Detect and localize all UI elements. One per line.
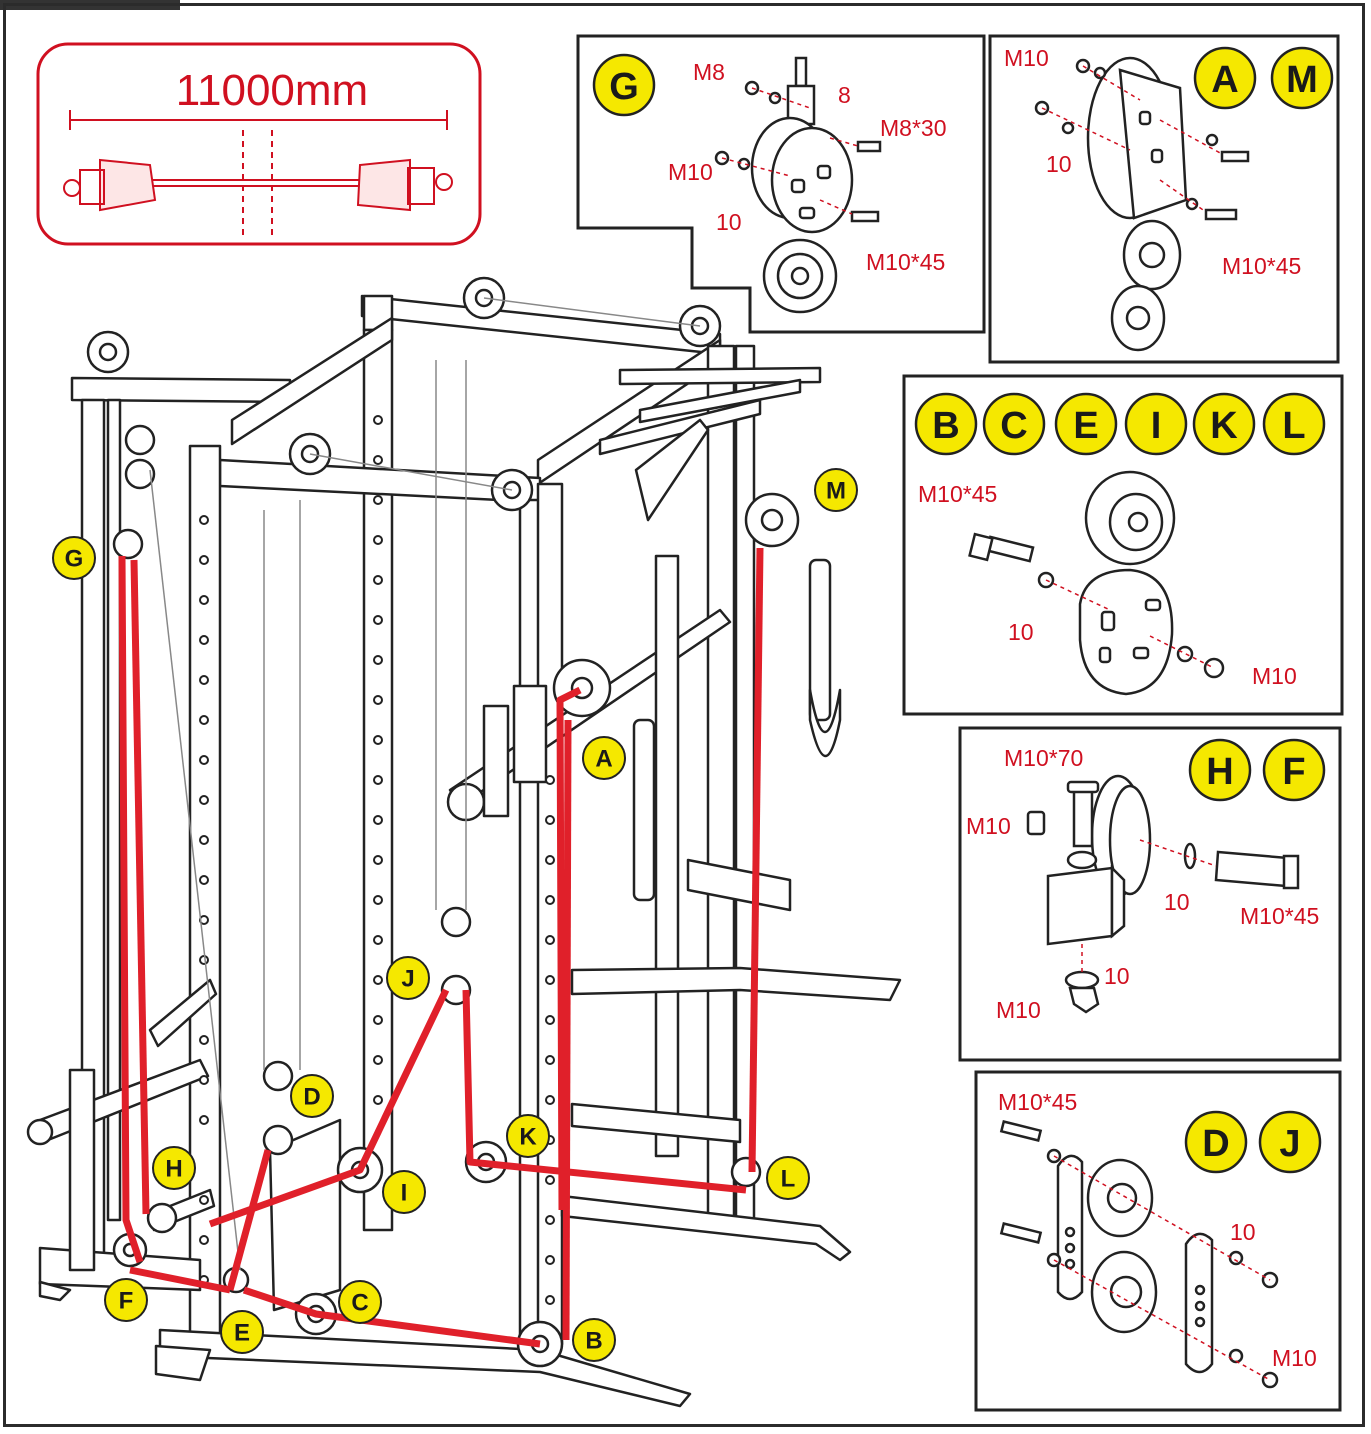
callout-l: L xyxy=(781,1166,796,1193)
callout-h: H xyxy=(165,1156,182,1183)
callout-g: G xyxy=(65,546,84,573)
machine-callouts: G M A J D K H I L F E C B xyxy=(52,468,858,1362)
panel-hf: H F M10*70 M10 10 M10*45 10 M10 xyxy=(958,726,1342,1062)
callout-i: I xyxy=(401,1180,408,1207)
hf-letter-f: F xyxy=(1282,751,1305,793)
bceikl-letter-c: C xyxy=(1000,405,1027,447)
bceikl-label-m10x45: M10*45 xyxy=(918,481,997,507)
callout-c: C xyxy=(351,1290,368,1317)
bceikl-letter-l: L xyxy=(1282,405,1305,447)
hf-label-m10-top: M10 xyxy=(966,813,1011,839)
g-label-m10: M10 xyxy=(668,159,713,185)
panel-g: G M8 8 M8*30 M10 10 xyxy=(576,34,986,334)
g-label-10: 10 xyxy=(716,209,742,235)
dj-label-m10: M10 xyxy=(1272,1345,1317,1371)
panel-dj: D J M10*45 xyxy=(974,1070,1342,1412)
callout-j: J xyxy=(401,966,414,993)
panel-g-letter: G xyxy=(609,66,639,108)
bceikl-label-m10: M10 xyxy=(1252,663,1297,689)
steel-cables xyxy=(149,297,701,1271)
hf-label-m10x70: M10*70 xyxy=(1004,745,1083,771)
hf-label-10-bottom: 10 xyxy=(1104,963,1130,989)
bceikl-letter-b: B xyxy=(932,405,959,447)
panel-bceikl-letters: B C E I K L xyxy=(914,392,1326,456)
callout-a: A xyxy=(595,746,612,773)
callout-m: M xyxy=(826,478,846,505)
am-label-m10: M10 xyxy=(1004,45,1049,71)
pulley-bracket-am xyxy=(1034,56,1250,352)
g-label-m8x30: M8*30 xyxy=(880,115,946,141)
am-label-m10x45: M10*45 xyxy=(1222,253,1301,279)
dj-label-m10x45: M10*45 xyxy=(998,1089,1077,1115)
pulley-bracket-bceikl xyxy=(968,470,1225,696)
panel-am-letter-a: A xyxy=(1211,59,1238,101)
hf-label-m10x45: M10*45 xyxy=(1240,903,1319,929)
pulley-bracket-g xyxy=(714,56,882,314)
callout-k: K xyxy=(519,1124,537,1151)
dj-label-10: 10 xyxy=(1230,1219,1256,1245)
panel-am: A M M10 10 M10*45 xyxy=(988,34,1340,364)
hf-label-10-right: 10 xyxy=(1164,889,1190,915)
panel-bceikl: B C E I K L xyxy=(902,374,1344,716)
dj-letter-d: D xyxy=(1202,1123,1229,1165)
bceikl-letter-i: I xyxy=(1151,405,1162,447)
callout-d: D xyxy=(303,1084,320,1111)
callout-f: F xyxy=(119,1288,134,1315)
pulley-bracket-hf xyxy=(1026,774,1300,1014)
g-label-m10x45: M10*45 xyxy=(866,249,945,275)
bceikl-letter-k: K xyxy=(1210,405,1238,447)
pulley-bracket-dj xyxy=(999,1120,1279,1389)
callout-b: B xyxy=(585,1328,602,1355)
smith-machine-frame xyxy=(26,294,902,1408)
g-label-8: 8 xyxy=(838,82,851,108)
dj-letter-j: J xyxy=(1279,1123,1300,1165)
bceikl-letter-e: E xyxy=(1073,405,1098,447)
g-label-m8: M8 xyxy=(693,59,725,85)
cable-length-label: 11000mm xyxy=(176,66,368,115)
cable-illustration xyxy=(63,130,453,235)
length-box: 11000mm xyxy=(36,42,482,246)
hf-label-m10-bottom: M10 xyxy=(996,997,1041,1023)
page-frame xyxy=(3,3,1365,1427)
callout-e: E xyxy=(234,1320,250,1347)
red-cable-route xyxy=(118,547,764,1348)
hf-letter-h: H xyxy=(1206,751,1233,793)
panel-am-letter-m: M xyxy=(1286,59,1318,101)
bceikl-label-10: 10 xyxy=(1008,619,1034,645)
am-label-10: 10 xyxy=(1046,151,1072,177)
